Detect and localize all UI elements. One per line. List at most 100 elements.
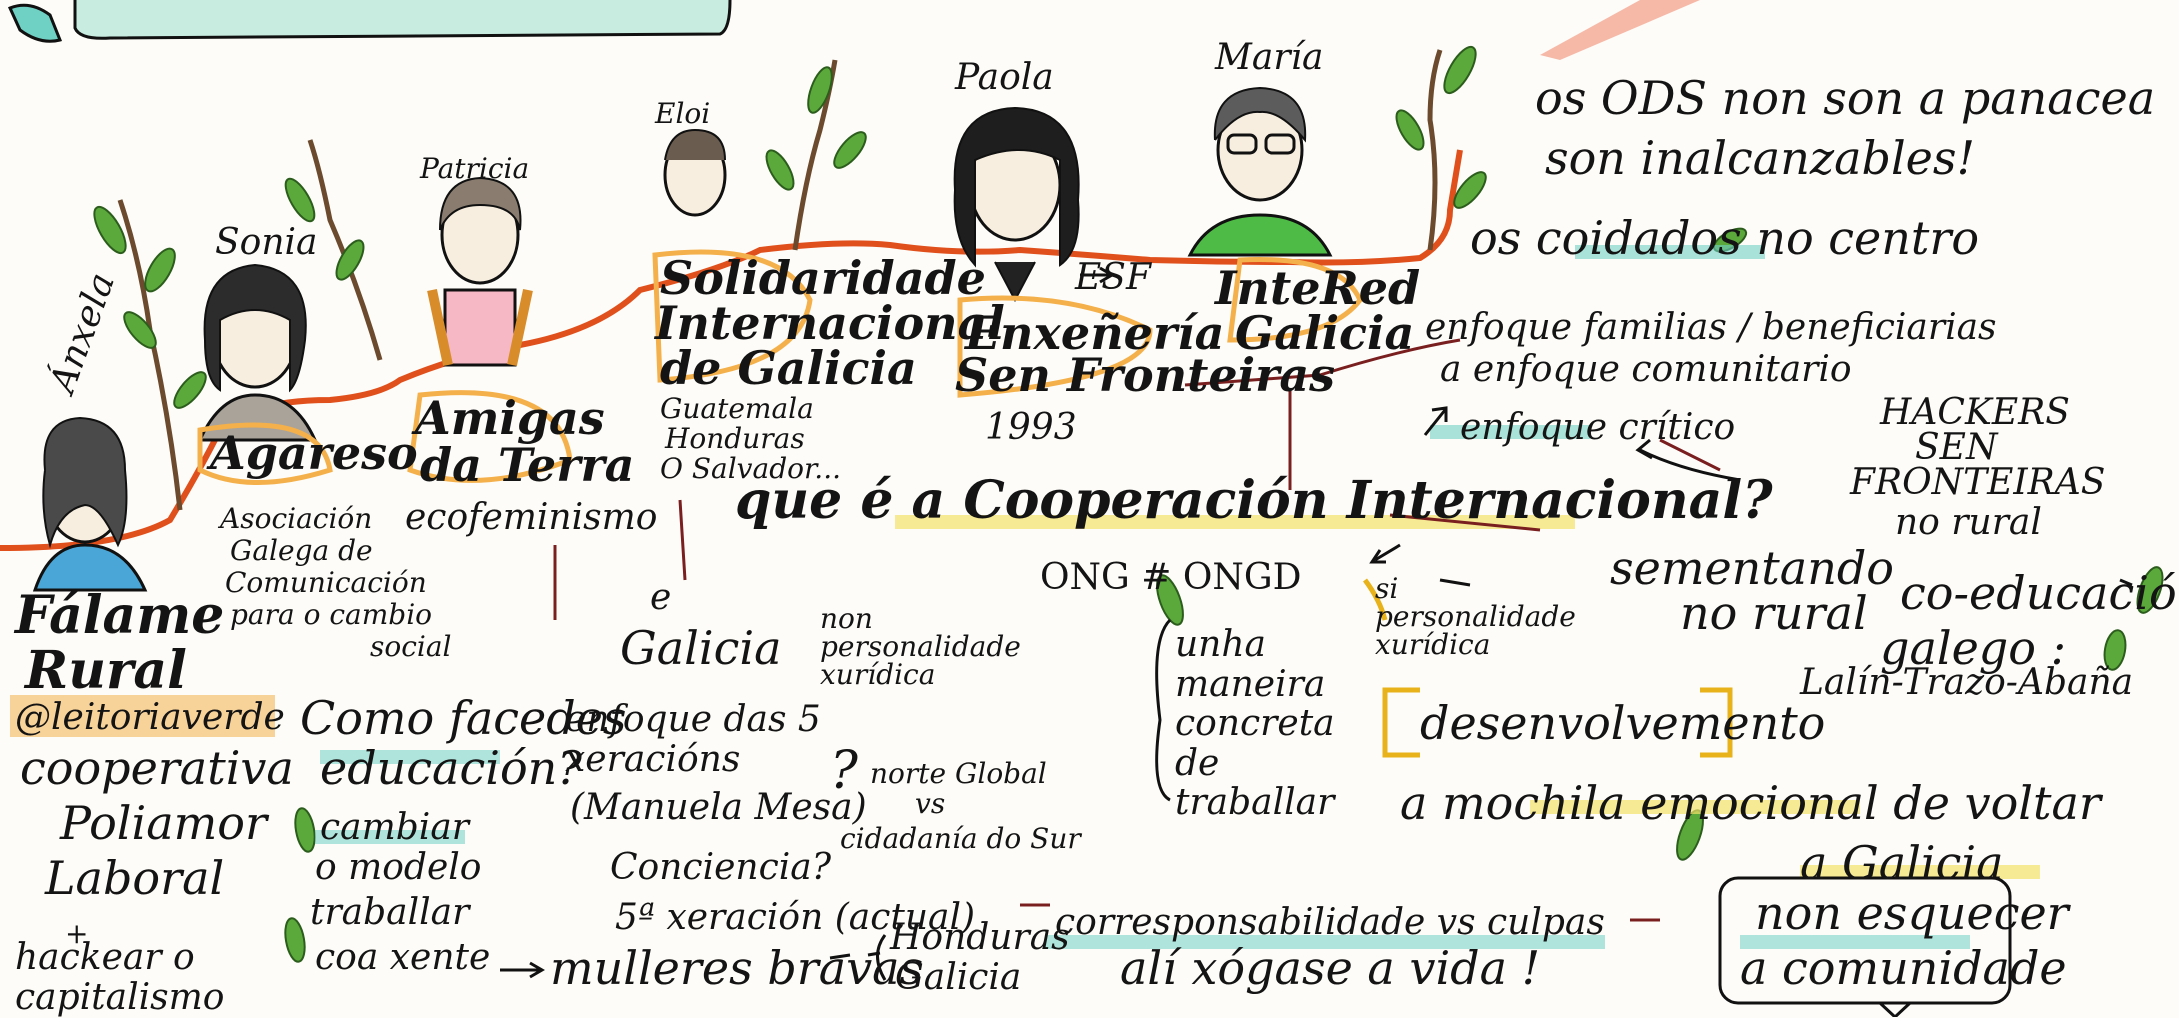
ods-line-2: son inalcanzables!: [1545, 131, 1975, 185]
e-label: e: [650, 577, 672, 618]
org-agareso: Agareso: [210, 426, 418, 480]
agareso-detail-4: para o cambio: [230, 598, 433, 631]
question-highlight: [895, 515, 1575, 529]
agareso-detail-2: Galega de: [230, 534, 373, 567]
eloi-detail-3: O Salvador...: [660, 452, 841, 485]
desenvolvemento: desenvolvemento: [1420, 696, 1826, 750]
title-banner: [73, 0, 732, 40]
cambiar-1: cambiar: [320, 807, 469, 848]
non-personalidade: non personalidade xurídica: [820, 602, 1021, 691]
mochila-2: a Galicia: [1800, 836, 2004, 890]
vs-label: vs: [915, 787, 946, 820]
org-solidaridade: Solidaridade: [660, 251, 986, 305]
corresponsabilidade-highlight: [1045, 935, 1605, 949]
org-internacional: Internacional: [655, 296, 1005, 350]
person-name-paola: Paola: [955, 57, 1054, 98]
coeducacion-1: co-educación: [1900, 566, 2179, 620]
non-esquecer-2: a comunidade: [1740, 941, 2067, 995]
coidados-highlight: [1575, 245, 1765, 259]
galicia-bottom: Galicia: [895, 957, 1022, 998]
cooperativa-1: cooperativa: [20, 741, 294, 795]
portrait-eloi: [663, 128, 727, 217]
org-de-galicia: de Galicia: [660, 341, 917, 395]
corner-highlight: [1540, 0, 1700, 60]
org-da-terra: da Terra: [420, 438, 635, 492]
coeducacion-2: galego :: [1880, 621, 2067, 675]
hackers-1: HACKERS: [1880, 392, 2070, 433]
non-esquecer-box: [1718, 876, 2012, 1005]
eloi-detail-1: Guatemala: [660, 392, 814, 425]
agareso-detail-1: Asociación: [220, 502, 373, 535]
ali-xoganse: alí xógase a vida !: [1120, 941, 1541, 995]
conciencia: Conciencia?: [610, 847, 832, 888]
portrait-paola: [953, 106, 1080, 303]
corresponsabilidade: corresponsabilidade vs culpas: [1055, 902, 1605, 943]
connectors: [553, 338, 1721, 922]
central-question: que é a Cooperación Internacional?: [735, 470, 1773, 531]
non-esquecer-1: non esquecer: [1755, 886, 2069, 940]
portrait-anxela: [32, 416, 148, 592]
honduras: Honduras: [890, 917, 1070, 958]
enfoque-critico: enfoque crítico: [1460, 407, 1736, 448]
cambiar-highlight: [315, 830, 465, 844]
manuela-mesa: (Manuela Mesa): [570, 787, 867, 828]
esf-label: ESF: [1075, 257, 1151, 298]
banner-ribbon: [7, 3, 63, 43]
hackear-2: hackear o: [15, 937, 195, 978]
cooperativa-3: Laboral: [45, 851, 225, 905]
mochila-highlight: [1530, 800, 1860, 814]
hackear-1: +: [65, 917, 89, 950]
hackers-4: no rural: [1895, 502, 2042, 543]
enfoque-critico-highlight: [1430, 425, 1590, 439]
enfoque-familias-2: a enfoque comunitario: [1440, 349, 1852, 390]
traballar-1: traballar: [310, 892, 470, 933]
honduras-bracket: [876, 934, 887, 981]
si-personalidade: si personalidade xurídica: [1375, 572, 1576, 661]
enfoque-xeracions: enfoque das 5 xeracións: [565, 699, 821, 780]
org-sen-fronteiras: Sen Fronteiras: [955, 348, 1336, 402]
cidadania: cidadanía do Sur: [840, 822, 1081, 855]
sementando-1: sementando: [1610, 541, 1894, 595]
ong-vs-ongd: ONG # ONGD: [1040, 557, 1302, 598]
como-facedes-2: educación?: [320, 741, 582, 795]
hackear-3: capitalismo: [15, 977, 225, 1018]
person-name-patricia: Patricia: [420, 152, 530, 185]
educacion-highlight: [320, 750, 500, 764]
desenvolvemento-brackets: [1382, 687, 1733, 758]
coidados-text: os coidados no centro: [1470, 211, 1980, 265]
ecofeminismo: ecofeminismo: [405, 497, 658, 538]
como-facedes-1: Como facedes: [300, 691, 627, 745]
traballar-2: coa xente: [315, 937, 491, 978]
non-esquecer-highlight: [1740, 935, 1970, 949]
galicia-label: Galicia: [620, 621, 782, 675]
lalin: Lalín-Trazo-Abaña: [1800, 662, 2134, 703]
hackers-3: FRONTEIRAS: [1850, 462, 2106, 503]
unha-maneira-bracket: [1155, 618, 1172, 802]
cooperativa-2: Poliamor: [60, 796, 267, 850]
org-amigas: Amigas: [415, 391, 605, 445]
mulleres-bravas: mulleres bravas: [550, 941, 924, 995]
mochila-galicia-highlight: [1800, 865, 2040, 879]
leitoriaverde: @leitoriaverde: [15, 697, 285, 738]
hackers-2: SEN: [1915, 427, 1998, 468]
org-enxeneria: Enxeñería: [965, 306, 1225, 360]
unha-maneira: unha maneira concreta de traballar: [1175, 624, 1335, 824]
org-galicia: Galicia: [1235, 306, 1415, 360]
norte-global: norte Global: [870, 757, 1047, 790]
enxeneria-year: 1993: [985, 407, 1077, 448]
person-name-maria: María: [1215, 37, 1324, 78]
portrait-sonia: [197, 263, 318, 442]
ods-line-1: os ODS non son a panacea: [1535, 71, 2156, 125]
org-intered: InteRed: [1215, 261, 1421, 315]
org-rural: Rural: [25, 640, 187, 701]
question-mark: ?: [830, 741, 858, 801]
mochila-1: a mochila emocional de voltar: [1400, 776, 2101, 830]
speech-tail: [1878, 1001, 1912, 1017]
portrait-maria: [1187, 86, 1333, 257]
leitoriaverde-highlight: [10, 695, 275, 737]
person-name-eloi: Eloi: [655, 97, 711, 130]
sementando-2: no rural: [1680, 586, 1868, 640]
portrait-patricia: [427, 176, 533, 367]
quinta-xeracion: 5ª xeración (actual): [615, 897, 976, 938]
